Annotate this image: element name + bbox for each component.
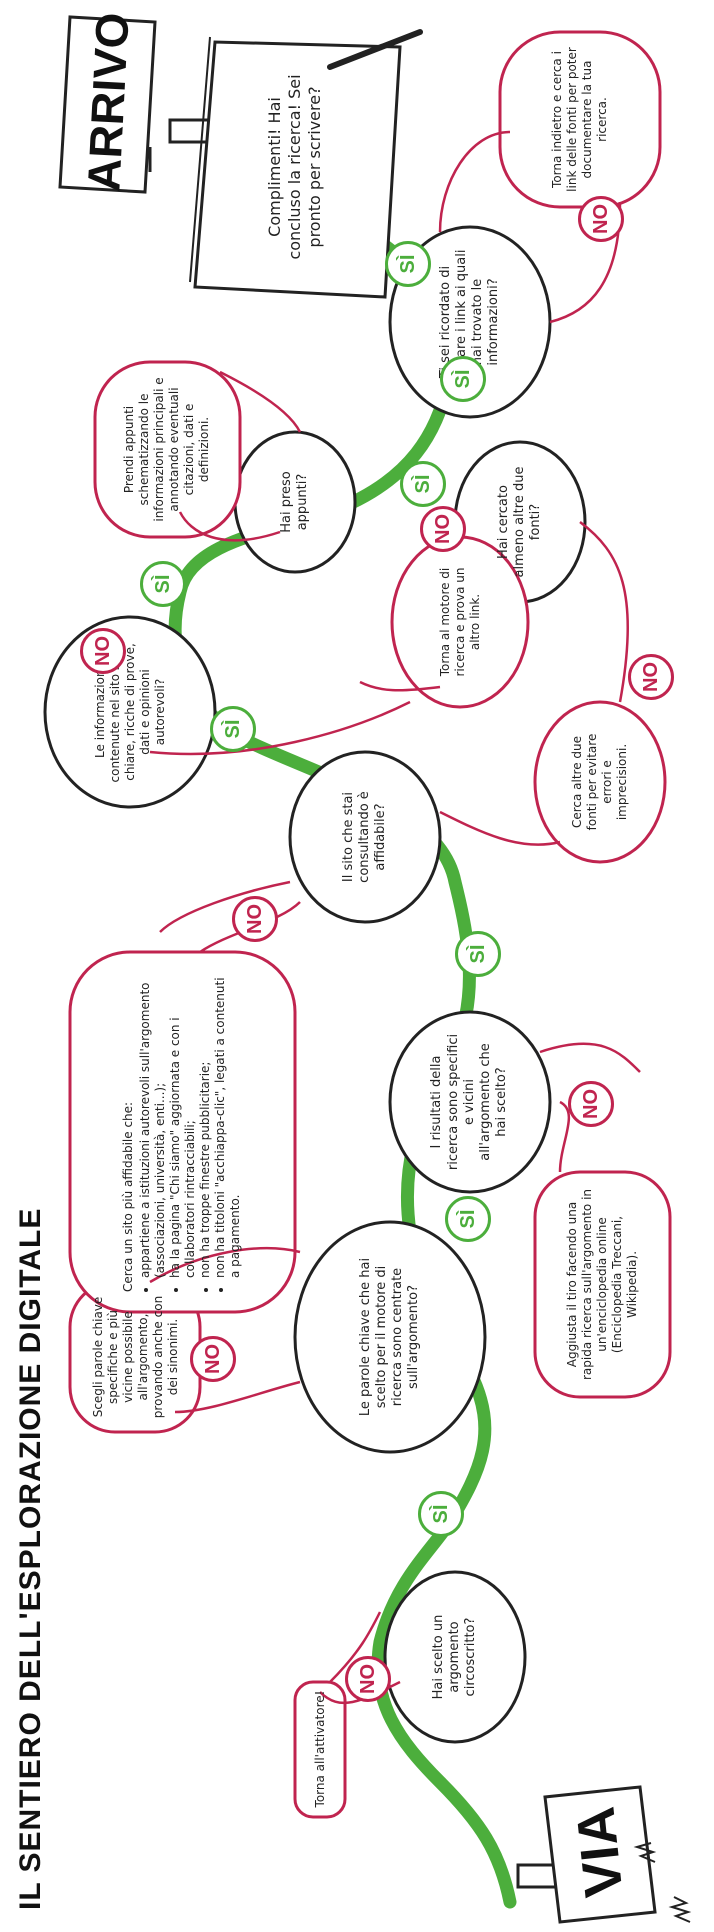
no-badge: NO bbox=[578, 196, 624, 242]
no-badge: NO bbox=[232, 896, 278, 942]
advice-4-intro: Cerca un sito più affidabile che: bbox=[121, 1101, 135, 1292]
yes-badge: SÌ bbox=[385, 241, 431, 287]
notebook-drawing bbox=[189, 29, 423, 299]
no-badge: NO bbox=[345, 1656, 391, 1702]
question-3: I risultati della ricerca sono specifici… bbox=[429, 1033, 510, 1171]
yes-badge: SÌ bbox=[418, 1491, 464, 1537]
question-cloud-3 bbox=[388, 1010, 552, 1194]
no-badge: NO bbox=[628, 654, 674, 700]
advice-4-item: non ha titoloni "acchiappa-clic", legati… bbox=[213, 972, 243, 1278]
advice-2: Scegli parole chiave specifiche e più vi… bbox=[90, 1295, 180, 1419]
advice-4-item: appartiene a istituzioni autorevoli sull… bbox=[138, 972, 168, 1279]
advice-5: Torna al motore di ricerca e prova un al… bbox=[437, 567, 482, 677]
advice-4-list: appartiene a istituzioni autorevoli sull… bbox=[138, 972, 243, 1292]
yes-badge: SÌ bbox=[455, 931, 501, 977]
yes-badge: SÌ bbox=[210, 706, 256, 752]
advice-4-item: non ha troppe finestre pubblicitarie; bbox=[198, 972, 213, 1278]
yes-badge: SÌ bbox=[445, 1196, 491, 1242]
question-1: Hai scelto un argomento circoscritto? bbox=[430, 1614, 479, 1700]
advice-4: Cerca un sito più affidabile che: appart… bbox=[82, 972, 282, 1292]
yes-badge: SÌ bbox=[140, 561, 186, 607]
advice-box-1 bbox=[293, 1680, 347, 1819]
question-4: Il sito che stai consultando è affidabil… bbox=[340, 791, 389, 883]
advice-3: Aggiusta il tiro facendo una rapida rice… bbox=[565, 1188, 639, 1381]
no-badge: NO bbox=[190, 1336, 236, 1382]
advice-1: Torna all'attivatore! bbox=[312, 1690, 327, 1808]
no-badge: NO bbox=[420, 506, 466, 552]
question-cloud-2 bbox=[293, 1220, 487, 1454]
advice-7: Cerca altre due fonti per evitare errori… bbox=[570, 733, 629, 831]
advice-box-4 bbox=[68, 950, 297, 1314]
question-cloud-4 bbox=[288, 750, 442, 924]
advice-box-3 bbox=[533, 1170, 672, 1399]
advice-4-item: ha la pagina "Chi siamo" aggiornata e co… bbox=[168, 972, 198, 1278]
page-title: IL SENTIERO DELL'ESPLORAZIONE DIGITALE bbox=[14, 1207, 47, 1910]
question-2: Le parole chiave che hai scelto per il m… bbox=[357, 1257, 422, 1417]
question-6: Hai preso appunti? bbox=[278, 471, 310, 533]
advice-box-6 bbox=[93, 360, 242, 539]
end-sign bbox=[58, 15, 212, 194]
yes-badge: SÌ bbox=[400, 461, 446, 507]
end-label: ARRIVO bbox=[76, 11, 139, 193]
start-sign bbox=[516, 1785, 692, 1924]
finish-note: Complimenti! Hai concluso la ricerca! Se… bbox=[265, 74, 324, 260]
start-label: VIA bbox=[565, 1804, 635, 1900]
no-badge: NO bbox=[80, 628, 126, 674]
question-cloud-1 bbox=[383, 1570, 527, 1744]
advice-box-7 bbox=[533, 700, 667, 864]
no-badge: NO bbox=[568, 1081, 614, 1127]
yes-badge: SÌ bbox=[440, 356, 486, 402]
advice-6: Prendi appunti schematizzando le informa… bbox=[122, 377, 211, 522]
advice-8: Torna indietro e cerca i link delle font… bbox=[550, 47, 609, 192]
